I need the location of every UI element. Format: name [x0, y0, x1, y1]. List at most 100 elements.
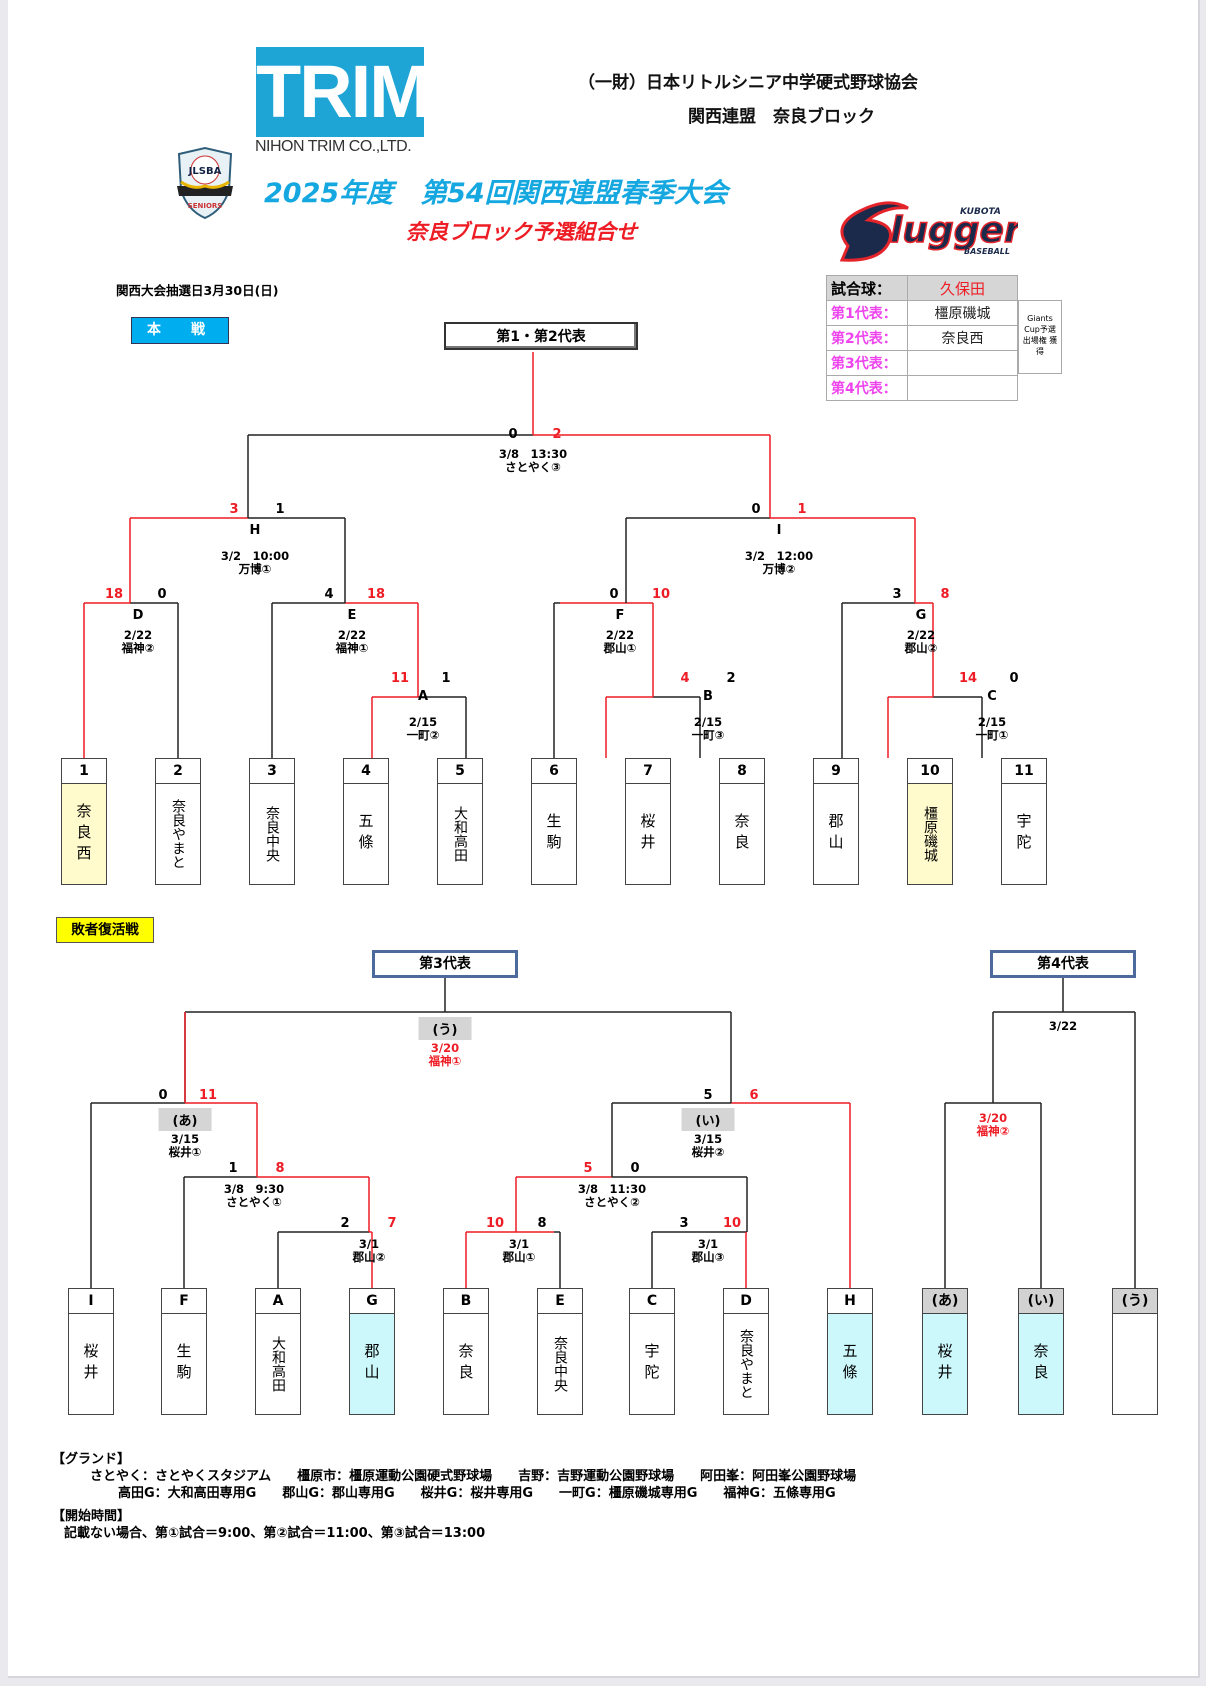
team-name: 郡山 — [362, 1343, 381, 1385]
svg-text:lugger: lugger — [890, 210, 1018, 251]
r1-1-score-right: 8 — [537, 1216, 547, 1231]
quarter-d-venue: 福神② — [121, 641, 155, 655]
first-a-code: A — [417, 689, 429, 704]
first-b-score-left: 4 — [680, 671, 690, 686]
quarter-f-code: F — [615, 608, 625, 623]
team-number: D — [724, 1289, 768, 1314]
team-number: 2 — [156, 759, 200, 784]
quarter-d-date: 2/22 — [123, 628, 153, 642]
u-venue: 福神① — [428, 1054, 462, 1068]
rep3-value — [907, 350, 1018, 376]
team-number: 3 — [250, 759, 294, 784]
r2l-venue: さとやく① — [226, 1195, 282, 1209]
first-a-venue: 一町② — [406, 728, 440, 742]
svg-text:JLSBA: JLSBA — [188, 166, 222, 177]
i-venue: 桜井② — [691, 1145, 725, 1159]
rep1-value: 橿原磯城 — [907, 300, 1018, 326]
first-c-date: 2/15 — [977, 715, 1007, 729]
a-date: 3/15 — [170, 1132, 200, 1146]
quarter-g-score-right: 8 — [940, 587, 950, 602]
team-name: 生駒 — [544, 813, 563, 855]
first-b-date: 2/15 — [693, 715, 723, 729]
team-number: 9 — [814, 759, 858, 784]
tournament-subtitle: 奈良ブロック予選組合せ — [406, 220, 637, 244]
semi-i-score-right: 1 — [797, 502, 807, 517]
team-number: (あ) — [923, 1289, 967, 1314]
quarter-g-date: 2/22 — [906, 628, 936, 642]
semi-i-venue: 万博② — [762, 562, 796, 576]
svg-text:SENIORS: SENIORS — [188, 202, 223, 210]
ground-line-2: 高田G：大和高田専用G 郡山G：郡山専用G 桜井G：桜井専用G 一町G：橿原磯城… — [118, 1486, 836, 1501]
r1-2-score-left: 3 — [679, 1216, 689, 1231]
first-c-score-right: 0 — [1009, 671, 1019, 686]
rep2-label: 第2代表： — [826, 325, 908, 351]
repechage-label: 敗者復活戦 — [56, 917, 154, 943]
notes: 【グランド】 さとやく：さとやくスタジアム 橿原市：橿原運動公園硬式野球場 吉野… — [52, 1451, 856, 1542]
r1-0-score-left: 2 — [340, 1216, 350, 1231]
trim-logo-icon: TRIM — [256, 47, 431, 137]
semi-h-score-right: 1 — [275, 502, 285, 517]
quarter-d-code: D — [132, 608, 144, 623]
i-code: (い) — [681, 1108, 735, 1131]
trim-company-name: NIHON TRIM CO.,LTD. — [255, 138, 412, 155]
team-name: 奈良 — [1031, 1343, 1050, 1385]
first-c-code: C — [987, 689, 997, 704]
tournament-title: 2025年度 第54回関西連盟春季大会 — [264, 178, 728, 209]
jlsba-emblem-icon: JLSBA SENIORS — [177, 146, 233, 220]
team-name: 五條 — [356, 813, 375, 855]
first-a-score-right: 1 — [441, 671, 451, 686]
a-code: (あ) — [158, 1108, 212, 1131]
final-venue: さとやく③ — [505, 460, 561, 474]
quarter-g-code: G — [915, 608, 927, 623]
team-name: 橿原磯城 — [922, 806, 938, 862]
a-score-left: 0 — [158, 1088, 168, 1103]
team-name: 奈良 — [456, 1343, 475, 1385]
svg-text:KUBOTA: KUBOTA — [960, 207, 1001, 217]
first-b-code: B — [703, 689, 713, 704]
team-number: A — [256, 1289, 300, 1314]
rep12-header: 第1・第2代表 — [444, 322, 638, 350]
first-c-venue: 一町① — [975, 728, 1009, 742]
team-number: (い) — [1019, 1289, 1063, 1314]
team-number: 7 — [626, 759, 670, 784]
rep4-semi-venue: 福神② — [976, 1124, 1010, 1138]
u-date: 3/20 — [430, 1041, 460, 1055]
team-name: 大和高田 — [452, 806, 468, 862]
rep4-final-date: 3/22 — [1048, 1019, 1078, 1033]
quarter-e-score-right: 18 — [366, 587, 386, 602]
semi-i-score-left: 0 — [751, 502, 761, 517]
repechage-team-9: (あ) 桜井 — [922, 1288, 968, 1415]
a-venue: 桜井① — [168, 1145, 202, 1159]
time-title: 【開始時間】 — [52, 1509, 131, 1524]
r1-1-score-left: 10 — [485, 1216, 505, 1231]
quarter-d-score-left: 18 — [104, 587, 124, 602]
team-number: B — [444, 1289, 488, 1314]
rep4-label: 第4代表： — [826, 375, 908, 401]
semi-i-date: 3/2 12:00 — [744, 549, 814, 563]
quarter-e-venue: 福神① — [335, 641, 369, 655]
team-number: E — [538, 1289, 582, 1314]
ground-line-1: さとやく：さとやくスタジアム 橿原市：橿原運動公園硬式野球場 吉野：吉野運動公園… — [90, 1469, 857, 1484]
quarter-e-code: E — [347, 608, 357, 623]
first-a-date: 2/15 — [408, 715, 438, 729]
team-name: 桜井 — [935, 1343, 954, 1385]
final-date: 3/8 13:30 — [498, 447, 568, 461]
team-name: 奈良やまと — [738, 1329, 754, 1399]
r2l-date: 3/8 9:30 — [223, 1182, 285, 1196]
organization-block: 関西連盟 奈良ブロック — [688, 107, 875, 127]
r1-1-date: 3/1 — [508, 1237, 530, 1251]
semi-h-score-left: 3 — [229, 502, 239, 517]
team-number: 6 — [532, 759, 576, 784]
team-number: C — [630, 1289, 674, 1314]
